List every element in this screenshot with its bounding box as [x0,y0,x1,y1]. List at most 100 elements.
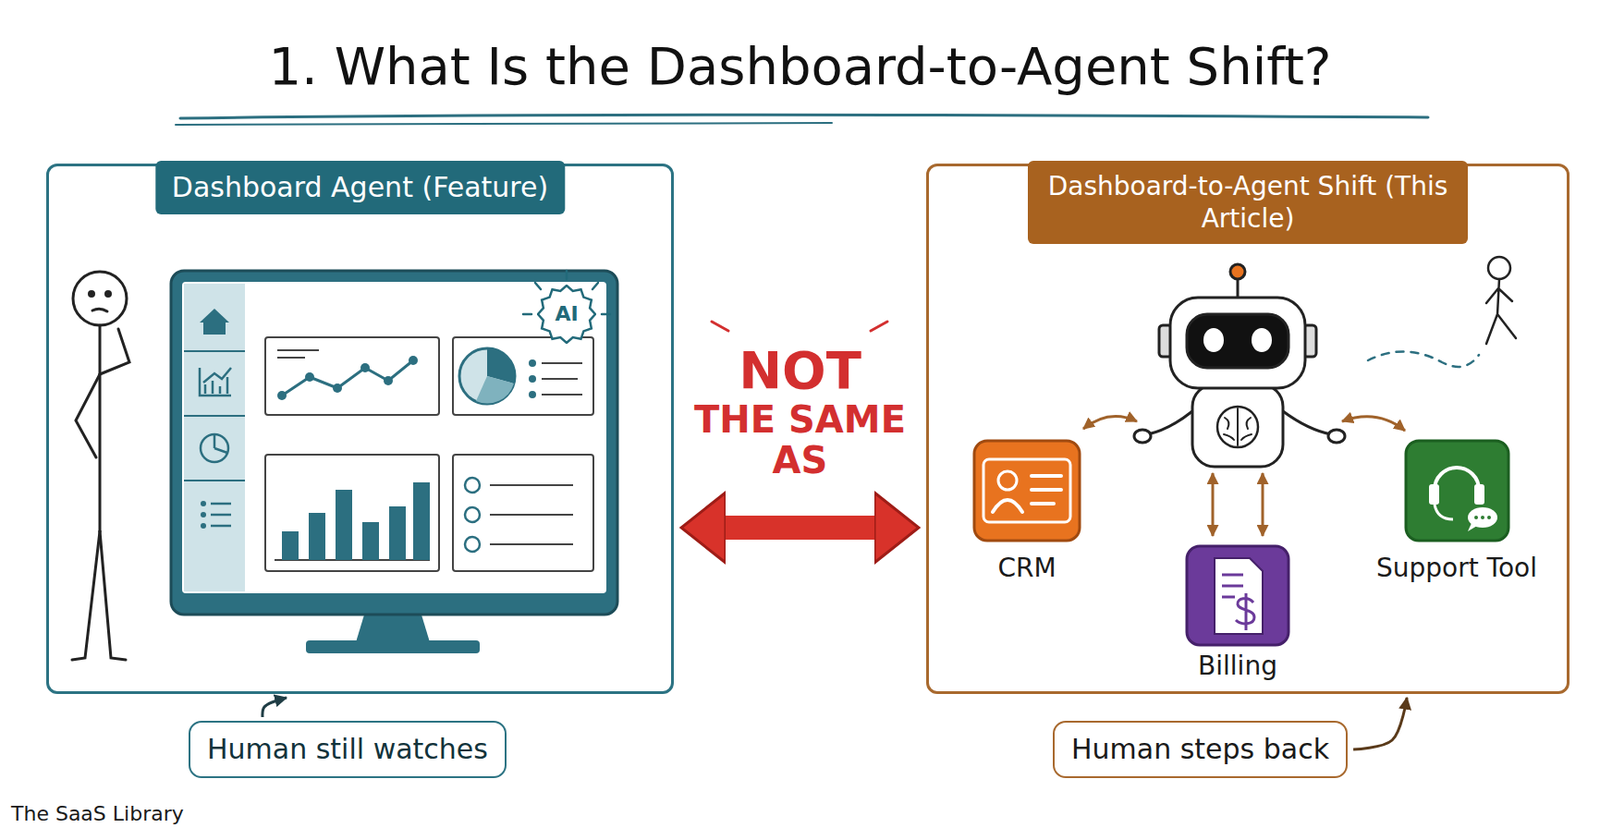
ai-badge: AI [537,284,597,344]
monitor [265,337,440,416]
support-icon [1429,484,1440,505]
thinking-person [72,531,100,660]
monitor [200,434,229,463]
thinking-person [92,308,108,312]
watermark: The SaaS Library [11,802,184,826]
monitor [360,363,370,373]
monitor [476,376,514,404]
robot [1148,411,1193,435]
robot [1192,384,1283,467]
robot [1236,279,1240,298]
robot [1223,408,1252,446]
callout-arrow [1353,697,1407,750]
title-underline [175,122,832,125]
support-icon [1474,484,1485,505]
walking-person [1486,279,1516,344]
robot [1203,328,1224,353]
monitor [383,376,393,386]
monitor [210,503,232,526]
panel-heading: Dashboard Agent (Feature) [155,160,565,215]
callout-text: Human steps back [1071,730,1330,770]
monitor [362,522,379,561]
billing-icon [1186,546,1289,646]
robot [1282,411,1332,435]
monitor [200,512,207,518]
walking-person [1367,256,1516,367]
support-icon [1467,507,1498,528]
support-icon [1434,467,1479,490]
billing-icon [1221,574,1244,598]
monitor [489,485,574,545]
billing-icon [1214,558,1263,635]
page-title: 1. What Is the Dashboard-to-Agent Shift? [0,35,1600,98]
monitor [200,523,207,529]
robot [1230,264,1246,280]
monitor [464,507,480,523]
support-icon [1405,440,1509,541]
monitor [452,454,594,572]
monitor [277,350,319,358]
robot [1170,297,1306,389]
monitor [200,500,207,507]
support-icon [1480,515,1485,520]
panel-heading: Dashboard-to-Agent Shift (This Article) [1027,160,1468,245]
crm-icon [992,476,1062,513]
monitor [281,531,299,561]
robot [1251,328,1272,353]
thinking-person [89,292,95,297]
billing-icon [1186,546,1289,646]
robot [1186,314,1289,368]
support-icon [1434,504,1454,520]
monitor [170,270,618,615]
monitor [170,270,618,654]
monitor [308,512,326,561]
robot-links [1211,473,1215,537]
walking-person [1488,256,1511,280]
monitor [335,489,353,561]
robot-links [1083,416,1405,537]
monitor [452,337,594,416]
thinking-person [106,292,111,297]
badge-label: AI [537,284,597,344]
monitor [182,281,607,594]
support-icon [1474,515,1491,520]
app-label: Billing [1197,650,1278,683]
crm-icon [974,440,1080,541]
monitor [408,355,418,366]
monitor [528,375,537,383]
monitor [464,477,480,493]
app-label: CRM [997,552,1056,585]
monitor [277,355,418,401]
robot [1328,429,1345,443]
callout-arrow [262,697,287,718]
walking-person [1367,351,1479,367]
monitor [332,383,342,393]
monitor [528,390,537,399]
robot [1134,264,1345,467]
badge-outline [537,285,596,343]
monitor [277,390,287,401]
thinking-person [75,374,100,458]
crm-icon [983,459,1071,523]
monitor [281,360,414,396]
monitor [199,308,230,335]
monitor [265,454,440,572]
crm-icon [974,440,1080,541]
callout-box: Human steps back [1052,720,1348,779]
thinking-person [99,531,126,660]
monitor [464,477,480,552]
support-icon [1487,515,1491,520]
title-underline [180,114,1429,119]
monitor [355,611,430,643]
monitor [541,363,583,395]
app-icon: CRM [997,434,1056,585]
monitor [305,640,480,654]
monitor [389,506,406,561]
monitor [281,482,430,561]
support-icon [1474,515,1478,520]
robot [1217,406,1259,448]
comparison-panel: Dashboard-to-Agent Shift (This Article) C… [926,163,1570,695]
app-icon: Support Tool [1376,434,1538,585]
thinking-person [98,325,102,532]
